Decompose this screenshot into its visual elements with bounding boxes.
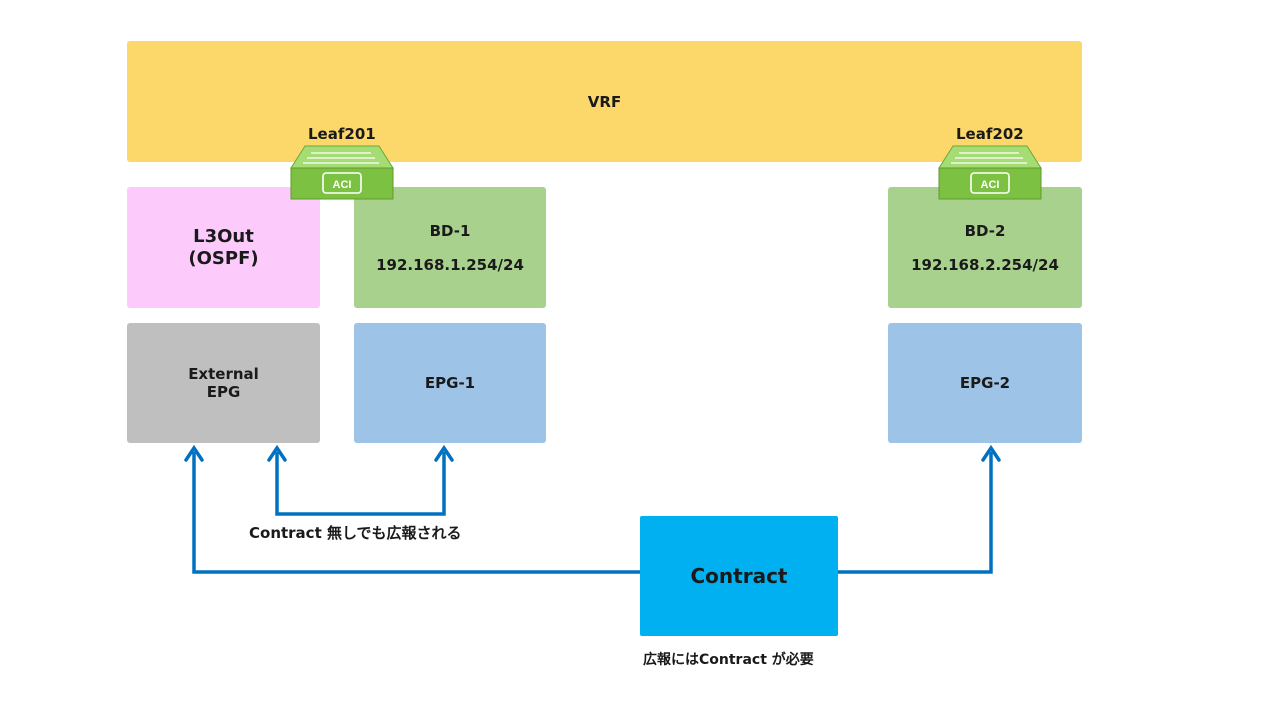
arrowhead-external-epg-1 [184, 444, 204, 462]
arrowhead-epg1 [434, 444, 454, 462]
vrf-box: VRF [127, 41, 1082, 162]
l3out-box: L3Out (OSPF) [127, 187, 320, 308]
vrf-label: VRF [587, 93, 622, 111]
external-epg-line1: External [188, 365, 259, 383]
bd2-name: BD-2 [964, 221, 1006, 240]
contract-to-epg2-arrow [838, 452, 993, 574]
leaf201-badge: ACI [333, 179, 352, 191]
epg2-label: EPG-2 [959, 374, 1011, 392]
no-contract-note: Contract 無しでも広報される [249, 524, 462, 542]
bd2-gateway: 192.168.2.254/24 [911, 255, 1059, 274]
contract-box: Contract [640, 516, 838, 636]
contract-to-external-epg-arrow [192, 452, 640, 574]
bd1-gateway: 192.168.1.254/24 [376, 255, 524, 274]
leaf202-label: Leaf202 [956, 125, 1024, 143]
leaf202-switch-icon: ACI [938, 145, 1042, 200]
leaf201-switch-icon: ACI [290, 145, 394, 200]
l3out-label: L3Out [193, 225, 254, 247]
leaf201-label: Leaf201 [308, 125, 376, 143]
epg1-label: EPG-1 [424, 374, 476, 392]
l3out-protocol: (OSPF) [188, 247, 259, 269]
contract-label: Contract [690, 564, 788, 588]
epg2-box: EPG-2 [888, 323, 1082, 443]
bd1-box: BD-1 192.168.1.254/24 [354, 187, 546, 308]
arrowhead-external-epg-2 [267, 444, 287, 462]
external-epg-box: External EPG [127, 323, 320, 443]
epg1-box: EPG-1 [354, 323, 546, 443]
no-contract-arrow [275, 452, 446, 516]
external-epg-line2: EPG [206, 383, 241, 401]
contract-required-note: 広報にはContract が必要 [643, 652, 814, 668]
leaf202-badge: ACI [981, 179, 1000, 191]
bd2-box: BD-2 192.168.2.254/24 [888, 187, 1082, 308]
bd1-name: BD-1 [429, 221, 471, 240]
arrowhead-epg2 [981, 444, 1001, 462]
